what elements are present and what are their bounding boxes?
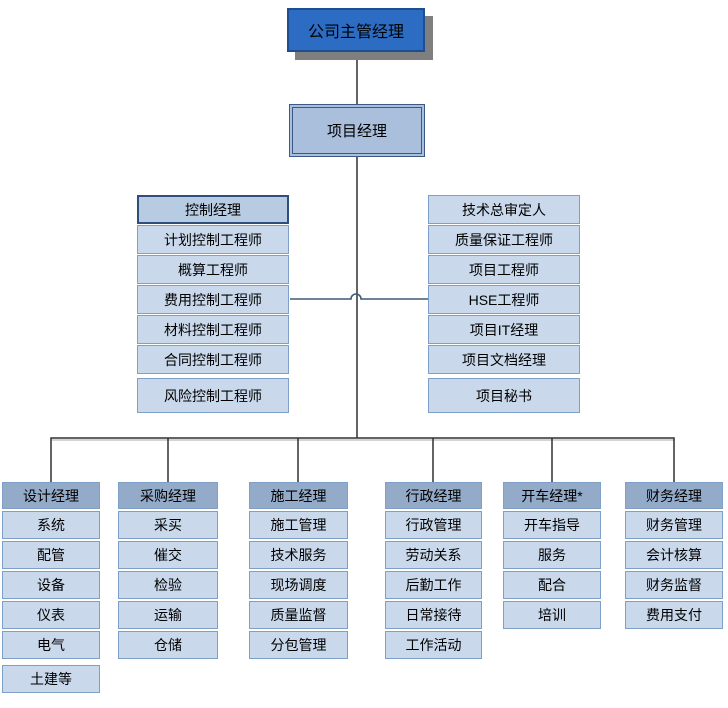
node-finance-payment: 费用支付 (625, 601, 723, 629)
node-finance-management: 财务管理 (625, 511, 723, 539)
node-construction-tech-service: 技术服务 (249, 541, 348, 569)
node-company-director: 公司主管经理 (287, 8, 425, 52)
node-construction-quality: 质量监督 (249, 601, 348, 629)
dept-column-design: 设计经理 系统 配管 设备 仪表 电气 土建等 (2, 482, 100, 693)
node-construction-site-dispatch: 现场调度 (249, 571, 348, 599)
node-procurement-expediting: 催交 (118, 541, 218, 569)
node-project-manager-label: 项目经理 (292, 107, 422, 154)
node-design-manager: 设计经理 (2, 482, 100, 509)
node-finance-accounting: 会计核算 (625, 541, 723, 569)
dept-column-startup: 开车经理* 开车指导 服务 配合 培训 (503, 482, 601, 629)
node-procurement-transport: 运输 (118, 601, 218, 629)
node-finance-manager: 财务经理 (625, 482, 723, 509)
node-material-control-engineer: 材料控制工程师 (137, 315, 289, 344)
node-startup-guidance: 开车指导 (503, 511, 601, 539)
node-design-systems: 系统 (2, 511, 100, 539)
node-risk-control-engineer: 风险控制工程师 (137, 378, 289, 413)
node-project-engineer: 项目工程师 (428, 255, 580, 284)
node-design-equipment: 设备 (2, 571, 100, 599)
control-manager-column: 控制经理 计划控制工程师 概算工程师 费用控制工程师 材料控制工程师 合同控制工… (137, 195, 289, 413)
node-construction-manager: 施工经理 (249, 482, 348, 509)
node-finance-supervision: 财务监督 (625, 571, 723, 599)
node-design-piping: 配管 (2, 541, 100, 569)
node-project-manager: 项目经理 (289, 104, 425, 157)
node-estimate-engineer: 概算工程师 (137, 255, 289, 284)
node-hse-engineer: HSE工程师 (428, 285, 580, 314)
node-qa-engineer: 质量保证工程师 (428, 225, 580, 254)
node-project-it-manager: 项目IT经理 (428, 315, 580, 344)
connector-control-staff (290, 293, 428, 300)
node-design-instruments: 仪表 (2, 601, 100, 629)
node-procurement-manager: 采购经理 (118, 482, 218, 509)
staff-column: 技术总审定人 质量保证工程师 项目工程师 HSE工程师 项目IT经理 项目文档经… (428, 195, 580, 413)
node-startup-manager: 开车经理* (503, 482, 601, 509)
node-design-electrical: 电气 (2, 631, 100, 659)
node-contract-control-engineer: 合同控制工程师 (137, 345, 289, 374)
node-project-secretary: 项目秘书 (428, 378, 580, 413)
dept-column-finance: 财务经理 财务管理 会计核算 财务监督 费用支付 (625, 482, 723, 629)
node-procurement-inspection: 检验 (118, 571, 218, 599)
dept-column-procurement: 采购经理 采买 催交 检验 运输 仓储 (118, 482, 218, 659)
node-admin-labor-relations: 劳动关系 (385, 541, 482, 569)
node-procurement-warehousing: 仓储 (118, 631, 218, 659)
node-control-manager: 控制经理 (137, 195, 289, 224)
node-admin-reception: 日常接待 (385, 601, 482, 629)
node-construction-subcontract: 分包管理 (249, 631, 348, 659)
node-admin-manager: 行政经理 (385, 482, 482, 509)
node-startup-training: 培训 (503, 601, 601, 629)
node-startup-service: 服务 (503, 541, 601, 569)
node-startup-cooperation: 配合 (503, 571, 601, 599)
node-admin-management: 行政管理 (385, 511, 482, 539)
connector-distribution-bar (50, 437, 675, 482)
dept-column-admin: 行政经理 行政管理 劳动关系 后勤工作 日常接待 工作活动 (385, 482, 482, 659)
node-procurement-buying: 采买 (118, 511, 218, 539)
dept-column-construction: 施工经理 施工管理 技术服务 现场调度 质量监督 分包管理 (249, 482, 348, 659)
node-admin-activities: 工作活动 (385, 631, 482, 659)
node-planning-control-engineer: 计划控制工程师 (137, 225, 289, 254)
node-chief-technical-approver: 技术总审定人 (428, 195, 580, 224)
node-design-civil: 土建等 (2, 665, 100, 693)
node-admin-logistics: 后勤工作 (385, 571, 482, 599)
node-construction-management: 施工管理 (249, 511, 348, 539)
node-cost-control-engineer: 费用控制工程师 (137, 285, 289, 314)
node-project-document-manager: 项目文档经理 (428, 345, 580, 374)
